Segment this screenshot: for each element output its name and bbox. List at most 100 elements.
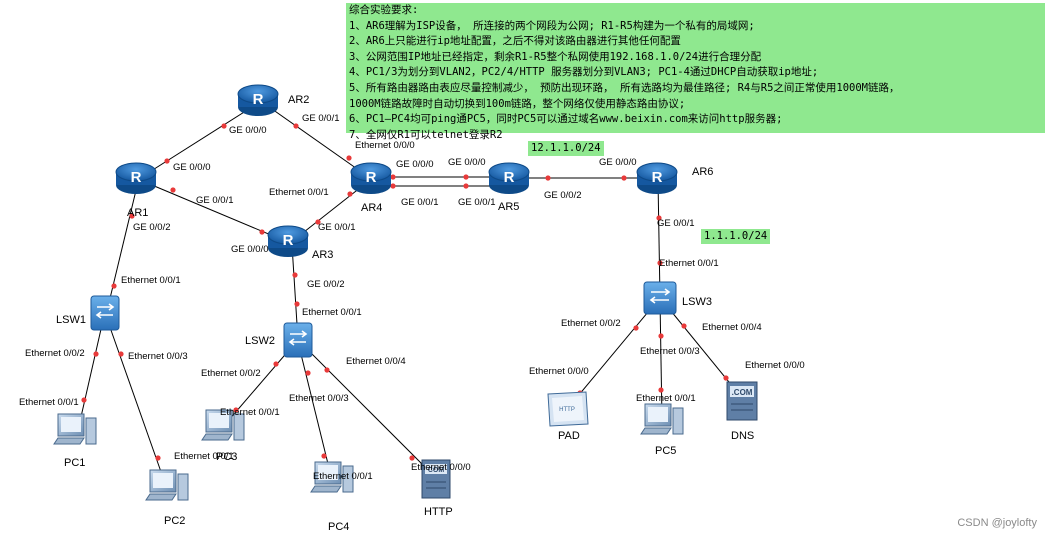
http-label: HTTP: [424, 506, 453, 518]
requirement-line-2: 2、AR6上只能进行ip地址配置，之后不得对该路由器进行其他任何配置: [349, 35, 681, 48]
ar1-label: AR1: [127, 207, 149, 219]
requirement-line-3: 3、公网范围IP地址已经指定，剩余R1-R5整个私网使用192.168.1.0/…: [349, 50, 762, 63]
port-label: GE 0/0/0: [599, 157, 637, 168]
port-label: Ethernet 0/0/1: [302, 307, 362, 318]
port-label: GE 0/0/0: [448, 157, 486, 168]
port-label: Ethernet 0/0/4: [702, 322, 762, 333]
link-lsw3-pad: [567, 299, 659, 409]
port-label: GE 0/0/2: [133, 222, 171, 233]
switch-lsw3-icon[interactable]: [643, 281, 677, 315]
port-label: GE 0/0/0: [396, 159, 434, 170]
port-label: GE 0/0/1: [401, 197, 439, 208]
port-label: GE 0/0/1: [318, 222, 356, 233]
port-label: GE 0/0/1: [302, 113, 340, 124]
dns-label: DNS: [731, 430, 755, 442]
link-lsw1-pc1: [77, 315, 105, 431]
port-label: Ethernet 0/0/4: [346, 356, 406, 367]
link-ar1-ar2: [139, 101, 261, 179]
port-label: GE 0/0/2: [307, 279, 345, 290]
pc1-icon[interactable]: [53, 413, 97, 445]
ar5-label: AR5: [498, 201, 520, 213]
link-ar6-lsw3: [657, 179, 661, 299]
svg-text:R: R: [504, 169, 515, 186]
port-label: Ethernet 0/0/1: [19, 397, 79, 408]
router-ar3-icon[interactable]: R: [267, 225, 309, 257]
lsw2-label: LSW2: [245, 335, 275, 347]
ar3-label: AR3: [312, 249, 334, 261]
port-label: GE 0/0/0: [231, 244, 269, 255]
link-lsw3-pc5: [659, 299, 663, 421]
public-net-ar5-ar6: 12.1.1.0/24: [528, 141, 604, 156]
ar2-label: AR2: [288, 94, 310, 106]
link-lsw2-http: [299, 341, 435, 477]
dns-server-glyph: .COM: [732, 388, 753, 397]
lsw3-label: LSW3: [682, 296, 712, 308]
port-label: Ethernet 0/0/1: [174, 451, 234, 462]
pc4-icon[interactable]: [310, 461, 354, 493]
svg-text:R: R: [652, 169, 663, 186]
dns-server-icon[interactable]: .COM: [726, 381, 758, 421]
port-label: Ethernet 0/0/0: [745, 360, 805, 371]
switch-lsw2-icon[interactable]: [283, 322, 313, 358]
link-lsw2-pc4: [297, 341, 332, 477]
requirement-line-1: 1、AR6理解为ISP设备， 所连接的两个网段为公网; R1-R5构建为一个私有…: [349, 19, 755, 32]
link-ar1-lsw1: [105, 181, 139, 316]
port-label: Ethernet 0/0/2: [561, 318, 621, 329]
port-label: Ethernet 0/0/3: [289, 393, 349, 404]
public-net-ar6-lsw3: 1.1.1.0/24: [701, 229, 771, 244]
ar4-label: AR4: [361, 202, 383, 214]
port-label: GE 0/0/1: [458, 197, 496, 208]
pad-label: PAD: [558, 430, 580, 442]
watermark: CSDN @joylofty: [957, 517, 1037, 529]
svg-text:R: R: [131, 169, 142, 186]
svg-text:R: R: [283, 232, 294, 249]
pc2-label: PC2: [164, 515, 186, 527]
switch-lsw1-icon[interactable]: [90, 295, 120, 331]
router-ar2-icon[interactable]: R: [237, 84, 279, 116]
requirement-line-6: 1000M链路故障时自动切换到100m链路，整个网络仅使用静态路由协议;: [349, 97, 686, 110]
http-server-icon[interactable]: COM: [421, 459, 451, 499]
pad-screen-glyph: HTTP: [559, 407, 575, 413]
router-ar1-icon[interactable]: R: [115, 162, 157, 194]
port-label: Ethernet 0/0/3: [640, 346, 700, 357]
port-label: Ethernet 0/0/3: [128, 351, 188, 362]
port-label: GE 0/0/1: [657, 218, 695, 229]
requirement-line-7: 6、PC1—PC4均可ping通PC5，同时PC5可以通过域名www.beixi…: [349, 113, 783, 126]
router-ar5-icon[interactable]: R: [488, 162, 530, 194]
port-label: Ethernet 0/0/1: [659, 258, 719, 269]
port-label: Ethernet 0/0/1: [220, 407, 280, 418]
pad-icon[interactable]: HTTP: [547, 391, 589, 427]
pc5-icon[interactable]: [640, 403, 684, 435]
router-ar6-icon[interactable]: R: [636, 162, 678, 194]
port-label: GE 0/0/0: [173, 162, 211, 173]
port-label: Ethernet 0/0/1: [269, 187, 329, 198]
router-ar4-icon[interactable]: R: [350, 162, 392, 194]
port-label: Ethernet 0/0/0: [355, 140, 415, 151]
requirement-line-4: 4、PC1/3为划分到VLAN2，PC2/4/HTTP 服务器划分到VLAN3;…: [349, 66, 819, 79]
pc1-label: PC1: [64, 457, 86, 469]
port-label: Ethernet 0/0/0: [529, 366, 589, 377]
pc4-label: PC4: [328, 521, 350, 533]
requirement-line-8: 7、全网仅R1可以telnet登录R2: [349, 128, 503, 141]
requirements-title: 综合实验要求:: [349, 4, 419, 16]
pc5-label: PC5: [655, 445, 677, 457]
port-label: GE 0/0/1: [196, 195, 234, 206]
http-server-glyph: COM: [428, 467, 445, 474]
port-label: Ethernet 0/0/1: [313, 471, 373, 482]
port-label: GE 0/0/0: [229, 125, 267, 136]
link-lsw1-pc2: [105, 315, 167, 487]
svg-text:R: R: [253, 91, 264, 108]
pc2-icon[interactable]: [145, 469, 189, 501]
requirement-line-5: 5、所有路由器路由表应尽量控制减少， 预防出现环路， 所有选路均为最佳路径; R…: [349, 81, 900, 94]
link-ar1-ar3: [139, 179, 291, 244]
svg-text:R: R: [366, 169, 377, 186]
requirements-note: 综合实验要求: 1、AR6理解为ISP设备， 所连接的两个网段为公网; R1-R…: [346, 3, 1045, 141]
port-dots: [81, 123, 729, 461]
port-label: Ethernet 0/0/1: [636, 393, 696, 404]
port-label: GE 0/0/2: [544, 190, 582, 201]
pc3-icon[interactable]: [201, 409, 245, 441]
port-label: Ethernet 0/0/1: [121, 275, 181, 286]
pc3-label: PC3: [216, 451, 238, 463]
link-ar2-ar4: [261, 101, 371, 179]
